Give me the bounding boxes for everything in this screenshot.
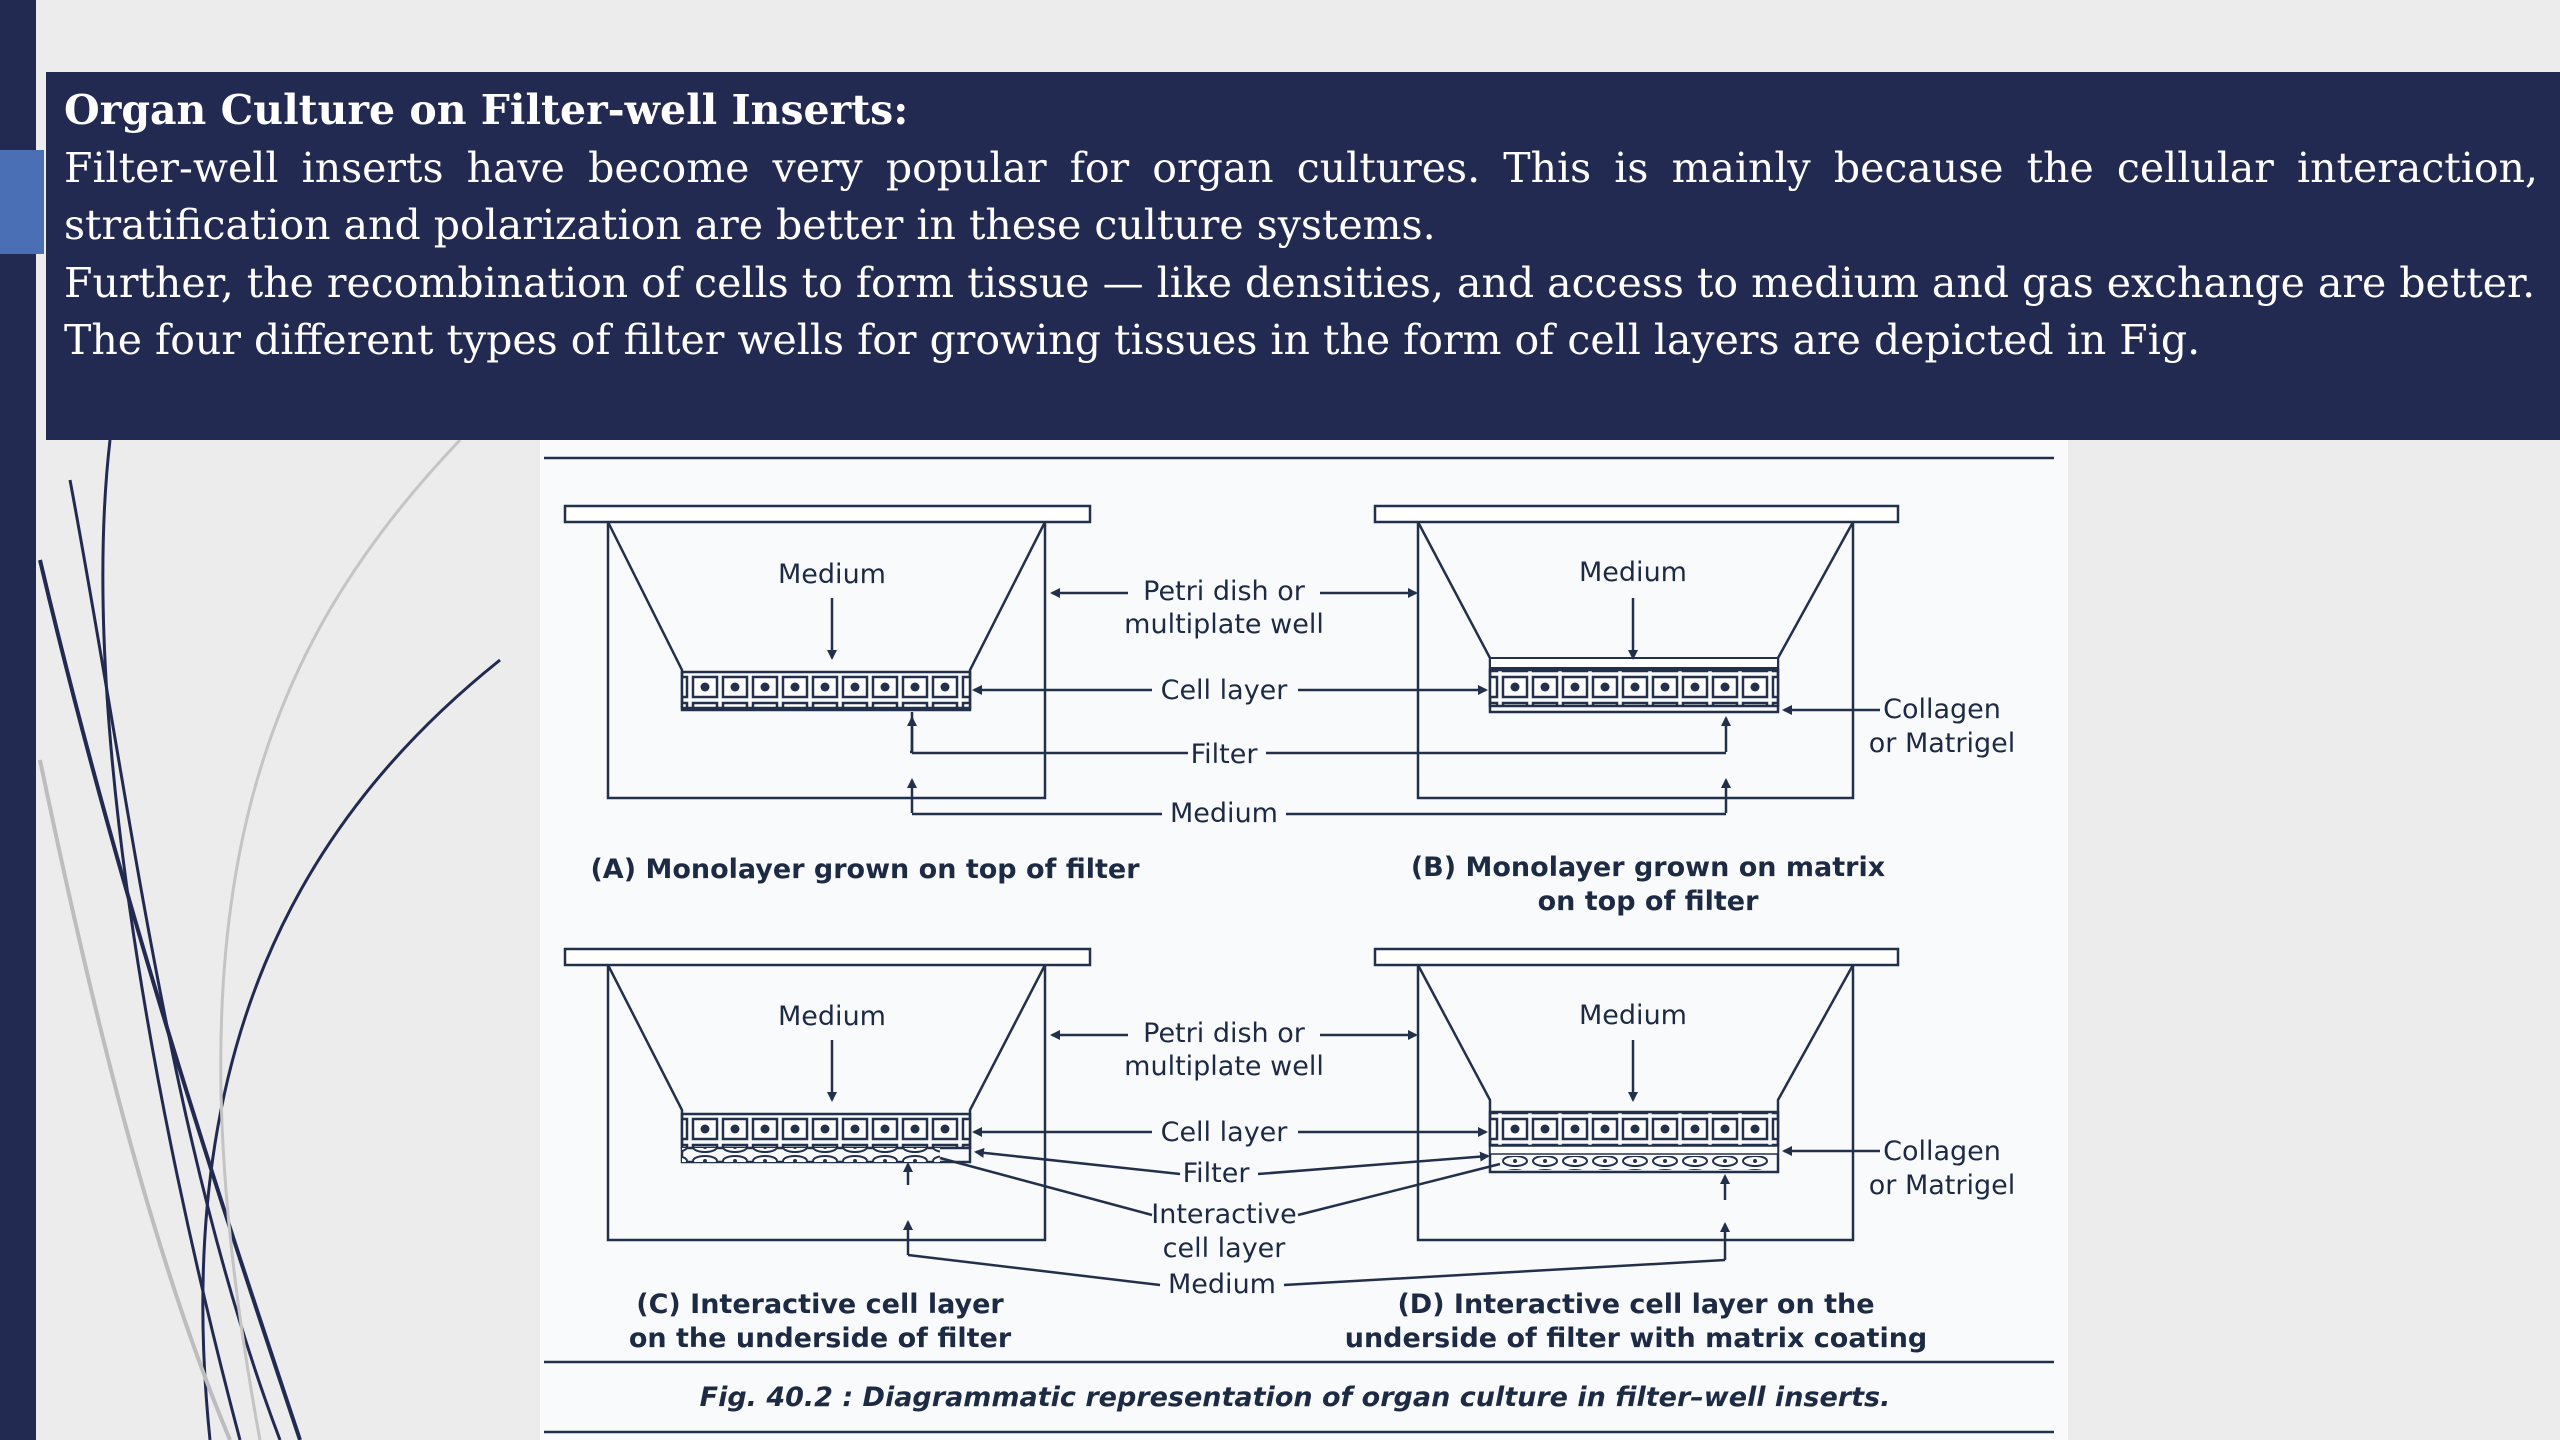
paragraph-1: Filter-well inserts have become very pop…: [64, 143, 2538, 250]
caption-d-2: underside of filter with matrix coating: [1345, 1323, 1928, 1354]
petri-label-bottom-2: multiplate well: [1124, 1051, 1324, 1082]
text-panel: Organ Culture on Filter-well Inserts: Fi…: [46, 72, 2560, 440]
figure-caption: Fig. 40.2 : Diagrammatic representation …: [700, 1382, 1891, 1413]
caption-c-1: (C) Interactive cell layer: [636, 1289, 1004, 1320]
petri-label-bottom-1: Petri dish or: [1143, 1018, 1306, 1049]
filter-label-bottom: Filter: [1183, 1158, 1251, 1189]
paragraph-2: Further, the recombination of cells to f…: [64, 258, 2536, 307]
medium-label-c: Medium: [778, 1001, 886, 1032]
caption-b-2: on top of filter: [1538, 886, 1760, 917]
panel-b-diagram: Medium: [1373, 504, 1900, 813]
interactive-label-2: cell layer: [1163, 1233, 1287, 1264]
interactive-label-1: Interactive: [1151, 1199, 1296, 1230]
caption-c-2: on the underside of filter: [629, 1323, 1012, 1354]
cell-layer-label-top: Cell layer: [1161, 675, 1289, 706]
panel-d-diagram: Medium: [1373, 947, 1900, 1260]
paragraph-3: The four different types of filter wells…: [64, 316, 2201, 364]
figure-image: Medium Medium Petri dish or multiplate w…: [540, 440, 2068, 1440]
caption-a: (A) Monolayer grown on top of filter: [590, 854, 1140, 885]
petri-label-top-1: Petri dish or: [1143, 576, 1306, 607]
caption-b-1: (B) Monolayer grown on matrix: [1411, 852, 1885, 883]
medium-label-d: Medium: [1579, 1000, 1687, 1031]
collagen-label-top-2: or Matrigel: [1869, 728, 2015, 759]
medium-label-b: Medium: [1579, 557, 1687, 588]
slide-title: Organ Culture on Filter-well Inserts:: [64, 86, 909, 134]
filter-label-top: Filter: [1191, 739, 1259, 770]
panel-c-diagram: Medium: [563, 947, 1092, 1255]
medium-label-top-bottom: Medium: [1170, 798, 1278, 829]
caption-d-1: (D) Interactive cell layer on the: [1397, 1289, 1874, 1320]
cell-layer-label-bottom: Cell layer: [1161, 1117, 1289, 1148]
medium-label-a: Medium: [778, 559, 886, 590]
collagen-label-bottom-2: or Matrigel: [1869, 1170, 2015, 1201]
petri-label-top-2: multiplate well: [1124, 609, 1324, 640]
left-accent-block: [0, 150, 44, 254]
medium-label-bottom-bottom: Medium: [1168, 1269, 1276, 1300]
collagen-label-top-1: Collagen: [1883, 694, 2001, 725]
decorative-curves: [38, 438, 501, 1440]
panel-a-diagram: Medium: [563, 504, 1092, 813]
collagen-label-bottom-1: Collagen: [1883, 1136, 2001, 1167]
